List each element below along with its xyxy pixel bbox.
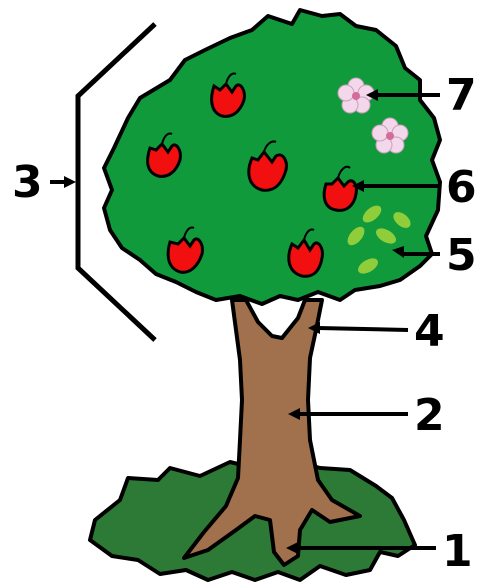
- label-leaves: 5: [446, 230, 477, 281]
- label-flower: 7: [446, 70, 477, 121]
- arrow-branch: [318, 328, 408, 330]
- label-fruit: 6: [446, 162, 477, 213]
- label-roots: 1: [442, 526, 473, 577]
- arrowhead-crown: [64, 176, 76, 188]
- label-branch: 4: [414, 306, 445, 357]
- label-trunk: 2: [414, 390, 445, 441]
- label-crown: 3: [12, 157, 43, 208]
